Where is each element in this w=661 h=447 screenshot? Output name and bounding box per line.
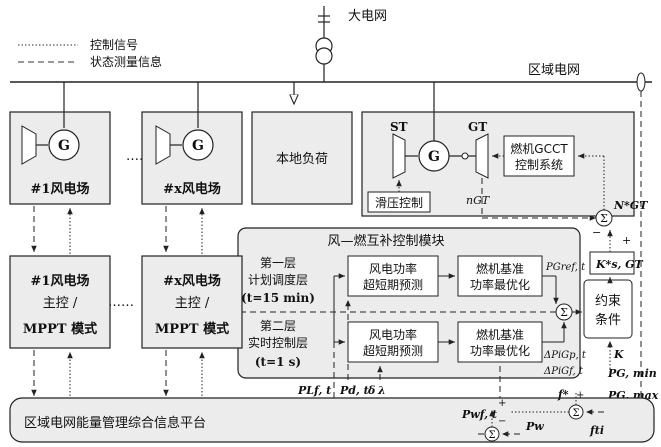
svg-text:G: G [58,138,70,154]
svg-text:G: G [192,138,204,154]
dp-gf-label: ΔPiGf, t [543,366,584,377]
f-i-label: fti [589,424,604,437]
platform-signals: PLf, t Pd, t δ λ Σ f* + fti Σ Pwf, t Pw … [297,342,604,442]
svg-text:−: − [498,416,506,427]
legend: 控制信号 状态测量信息 [18,38,162,69]
svg-text:+: + [576,390,584,401]
layer1-line2: 计划调度层 [248,272,308,287]
module-title: 风—燃互补控制模块 [327,233,444,249]
wind-farm-x-label: #x风电场 [163,181,221,197]
main-grid-connection: 大电网 [315,6,387,82]
gas-opt-2-line2: 功率最优化 [470,343,530,358]
lambda-label: λ [377,384,386,397]
svg-text:−: − [592,226,601,239]
k-s-gt-label: K*s, GT [595,258,644,271]
f-star-label: f* [557,388,569,401]
sliding-pressure-label: 滑压控制 [375,196,423,210]
wind-pred-1-line2: 超短期预测 [363,277,423,292]
svg-text:Σ: Σ [600,212,608,225]
gcct-feedback: Σ N*GT − + K*s, GT [482,153,648,275]
ellipsis-mid: …… [108,295,134,310]
layer1-line1: 第一层 [260,256,296,270]
regional-grid-label: 区域电网 [528,63,580,78]
wind-pred-2-line1: 风电功率 [369,327,417,342]
gas-opt-1-line2: 功率最优化 [470,277,530,292]
generator-icon [182,129,214,161]
local-load: 本地负荷 [251,82,353,205]
ctrlx-line1: #x风电场 [163,273,221,289]
p-gref-label: PGref, t [545,262,586,273]
constraint-line1: 约束 [595,294,621,309]
constraint-line2: 条件 [595,312,621,328]
n-gt-star-label: N*GT [613,199,648,212]
gas-turbine-label: GT [468,120,487,134]
ctrlx-line3: MPPT 模式 [155,321,229,337]
gcct-label-line2: 控制系统 [515,158,563,172]
layer1-line3: (t=15 min) [241,291,315,305]
layer2-line1: 第二层 [260,319,296,333]
steam-turbine-label: ST [390,120,408,134]
ctrl1-line3: MPPT 模式 [23,321,97,337]
wind-pred-2-line2: 超短期预测 [363,343,423,358]
p-w-label: Pw [525,420,544,433]
complementary-control-module: 风—燃互补控制模块 第一层 计划调度层 (t=15 min) 第二层 实时控制层… [237,227,587,380]
gas-plant: ST GT G 滑压控制 燃机GCCT 控制系统 nGT [361,82,635,218]
k-label: K [613,348,624,361]
local-load-label: 本地负荷 [276,152,328,167]
gcct-label-line1: 燃机GCCT [510,141,568,156]
energy-management-platform: 区域电网能量管理综合信息平台 [9,397,655,443]
steam-turbine-icon [392,133,406,179]
gas-opt-2-line1: 燃机基准 [476,327,524,342]
wind-farm-x: G #x风电场 [141,82,243,205]
wind-farm-1: G #1风电场 [9,82,111,205]
ctrl1-line2: 主控 / [43,296,78,311]
svg-text:+: + [498,398,506,409]
legend-control-signal: 控制信号 [90,38,138,52]
svg-text:+: + [622,234,631,247]
n-gt-label: nGT [466,194,491,207]
dp-gp-label: ΔPiGp, t [543,350,587,361]
constraint-box: 约束 条件 K PG, min PG, max [583,277,659,402]
p-gmin-label: PG, min [607,367,657,380]
wind-turbine-icon [155,125,171,165]
svg-text:Σ: Σ [572,408,579,419]
generator-icon [48,129,80,161]
ctrlx-line2: 主控 / [175,296,210,311]
wind-farm-x-controller: #x风电场 主控 / MPPT 模式 [141,255,243,349]
gas-opt-1-line1: 燃机基准 [476,261,524,276]
wind-pred-1-line1: 风电功率 [369,261,417,276]
p-lf-label: PLf, t [297,384,331,397]
svg-text:Σ: Σ [488,430,495,441]
platform-label: 区域电网能量管理综合信息平台 [24,415,206,431]
p-d-label: Pd, t [339,384,369,397]
delta-label: δ [367,384,375,397]
ctrl1-line1: #1风电场 [31,273,90,289]
wind-farm-1-controller: #1风电场 主控 / MPPT 模式 [9,255,111,349]
wind-turbine-icon [21,125,37,165]
svg-text:G: G [428,149,440,165]
main-grid-label: 大电网 [348,9,387,24]
gas-turbine-icon [475,133,489,179]
farm-controller-links [31,206,205,396]
legend-state-measurement: 状态测量信息 [90,54,162,69]
layer2-line2: 实时控制层 [248,335,308,350]
layer2-line3: (t=1 s) [255,355,301,369]
p-wf-label: Pwf, t [461,408,497,421]
svg-text:Σ: Σ [560,306,568,319]
wind-farm-1-label: #1风电场 [31,181,90,197]
